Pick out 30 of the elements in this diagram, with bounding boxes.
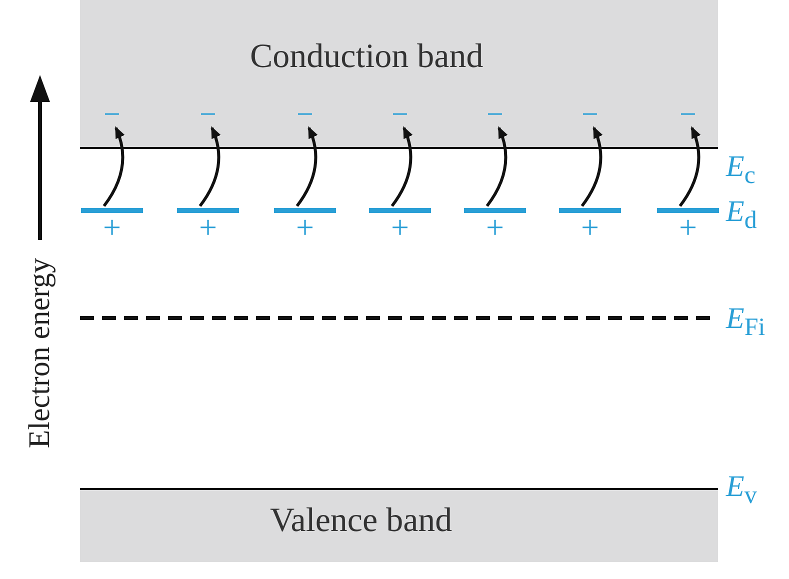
donor-level: + — [657, 208, 719, 248]
energy-level-label: E$_{Fi}$ — [726, 302, 766, 343]
electron-symbol: − — [290, 100, 320, 130]
donor-level: + — [559, 208, 621, 248]
arrow — [580, 126, 602, 207]
axis-label: Electron energy — [22, 258, 57, 448]
arrow — [390, 126, 412, 207]
valence-band — [80, 490, 718, 562]
arrow — [296, 126, 318, 207]
arrow — [678, 126, 700, 207]
donor-level: + — [464, 208, 526, 248]
electron-symbol: − — [193, 100, 223, 130]
electron-symbol: − — [480, 100, 510, 130]
arrow — [102, 126, 124, 207]
band-label: Valence band — [270, 502, 452, 540]
electron-symbol: − — [575, 100, 605, 130]
conduction-band — [80, 0, 718, 147]
arrow — [198, 126, 220, 207]
energy-level-label: E$_{c}$ — [726, 150, 756, 191]
energy-level-label: E$_{v}$ — [726, 470, 757, 511]
electron-symbol: − — [385, 100, 415, 130]
band-label: Conduction band — [250, 38, 484, 76]
energy-level-label: E$_{d}$ — [726, 195, 757, 236]
donor-level: + — [369, 208, 431, 248]
electron-symbol: − — [97, 100, 127, 130]
arrow — [486, 126, 508, 207]
donor-level: + — [274, 208, 336, 248]
donor-level: + — [177, 208, 239, 248]
donor-level: + — [81, 208, 143, 248]
electron-symbol: − — [673, 100, 703, 130]
